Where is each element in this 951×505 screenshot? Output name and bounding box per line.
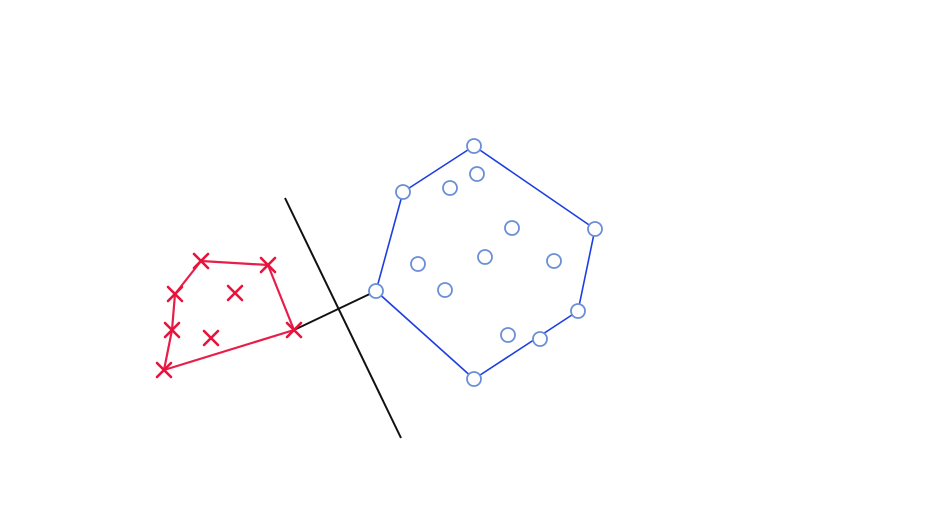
- class-b-circle-point: [570, 303, 586, 319]
- class-b-circle-point: [466, 138, 482, 154]
- cross-stroke: [202, 329, 220, 347]
- class-b-circle-point: [532, 331, 548, 347]
- separator-layer: [284, 197, 402, 439]
- cross-stroke: [226, 284, 244, 302]
- cross-stroke: [166, 285, 184, 303]
- class-b-circle-point: [410, 256, 426, 272]
- separating-line: [284, 197, 402, 439]
- class-a-cross-point: [285, 321, 303, 339]
- class-a-cross-point: [163, 321, 181, 339]
- cross-stroke: [155, 361, 173, 379]
- class-a-cross-point: [166, 285, 184, 303]
- class-b-circle-point: [442, 180, 458, 196]
- class-b-circle-point: [546, 253, 562, 269]
- class-b-circle-point: [395, 184, 411, 200]
- class-b-circle-point: [368, 283, 384, 299]
- class-b-circle-point: [587, 221, 603, 237]
- points-layer: [155, 138, 603, 387]
- cross-stroke: [163, 321, 181, 339]
- class-a-cross-point: [259, 256, 277, 274]
- cross-stroke: [259, 256, 277, 274]
- cross-stroke: [192, 252, 210, 270]
- cross-stroke: [285, 321, 303, 339]
- class-b-circle-point: [500, 327, 516, 343]
- class-b-circle-point: [504, 220, 520, 236]
- class-a-cross-point: [192, 252, 210, 270]
- class-a-cross-point: [226, 284, 244, 302]
- class-b-circle-point: [477, 249, 493, 265]
- class-a-cross-point: [202, 329, 220, 347]
- support-segment: [293, 290, 377, 331]
- class-b-circle-point: [469, 166, 485, 182]
- class-b-circle-point: [466, 371, 482, 387]
- class-b-circle-point: [437, 282, 453, 298]
- class-a-cross-point: [155, 361, 173, 379]
